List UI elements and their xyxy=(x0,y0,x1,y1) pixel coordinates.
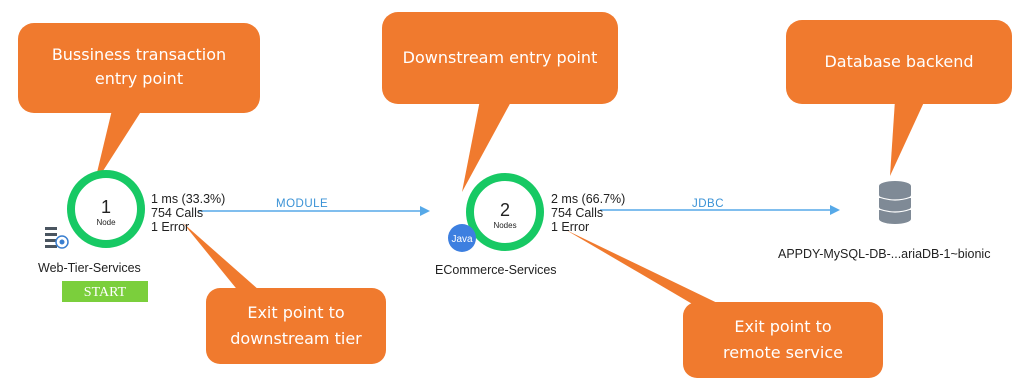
callout-exit-remote: Exit point to remote service xyxy=(566,230,883,378)
callout-exit-downstream-line2: downstream tier xyxy=(230,329,362,348)
web-node-count: 1 xyxy=(101,197,111,217)
web-metric-calls: 754 Calls xyxy=(151,206,203,220)
callout-exit-downstream: Exit point to downstream tier xyxy=(183,223,386,364)
callout-exit-downstream-line1: Exit point to xyxy=(247,303,344,322)
tier-ecommerce[interactable]: 2 Nodes Java ECommerce-Services 2 ms (66… xyxy=(435,173,625,277)
java-icon: Java xyxy=(448,224,476,252)
web-node-ring[interactable] xyxy=(67,170,145,248)
callout-downstream-entry: Downstream entry point xyxy=(382,12,618,192)
ecommerce-tier-name: ECommerce-Services xyxy=(435,263,557,277)
web-metric-time: 1 ms (33.3%) xyxy=(151,192,225,206)
tier-database[interactable]: APPDY-MySQL-DB-...ariaDB-1~bionic xyxy=(778,181,990,261)
web-metrics: 1 ms (33.3%) 754 Calls 1 Error xyxy=(151,192,225,234)
callout-db-backend: Database backend xyxy=(786,20,1012,176)
edge-label-module: MODULE xyxy=(276,198,328,210)
callout-downstream-entry-line1: Downstream entry point xyxy=(403,48,598,67)
web-server-icon xyxy=(45,227,69,249)
edge-ecommerce-to-db[interactable]: JDBC xyxy=(600,198,840,215)
tier-web[interactable]: 1 Node Web-Tier-Services START 1 ms (33.… xyxy=(38,170,225,302)
web-tier-name: Web-Tier-Services xyxy=(38,261,141,275)
callout-exit-remote-line1: Exit point to xyxy=(734,317,831,336)
ecommerce-metric-calls: 754 Calls xyxy=(551,206,603,220)
ecommerce-metric-time: 2 ms (66.7%) xyxy=(551,192,625,206)
database-name: APPDY-MySQL-DB-...ariaDB-1~bionic xyxy=(778,247,990,261)
database-icon[interactable] xyxy=(878,181,912,224)
callout-exit-remote-line2: remote service xyxy=(723,343,843,362)
callout-bt-entry-line1: Bussiness transaction xyxy=(52,45,226,64)
start-label: START xyxy=(84,285,127,300)
web-metric-errors: 1 Error xyxy=(151,220,189,234)
web-node-unit: Node xyxy=(96,218,116,227)
java-badge-label: Java xyxy=(451,234,473,245)
ecommerce-node-unit: Nodes xyxy=(493,221,516,230)
edge-web-to-ecommerce[interactable]: MODULE xyxy=(198,198,430,216)
ecommerce-metrics: 2 ms (66.7%) 754 Calls 1 Error xyxy=(551,192,625,234)
start-badge: START xyxy=(62,281,148,302)
ecommerce-metric-errors: 1 Error xyxy=(551,220,589,234)
callout-bt-entry: Bussiness transaction entry point xyxy=(18,23,260,185)
callout-bt-entry-line2: entry point xyxy=(95,69,183,88)
callout-db-backend-line1: Database backend xyxy=(824,52,973,71)
ecommerce-node-ring[interactable] xyxy=(466,173,544,251)
edge-label-jdbc: JDBC xyxy=(692,198,724,210)
ecommerce-node-count: 2 xyxy=(500,200,510,220)
